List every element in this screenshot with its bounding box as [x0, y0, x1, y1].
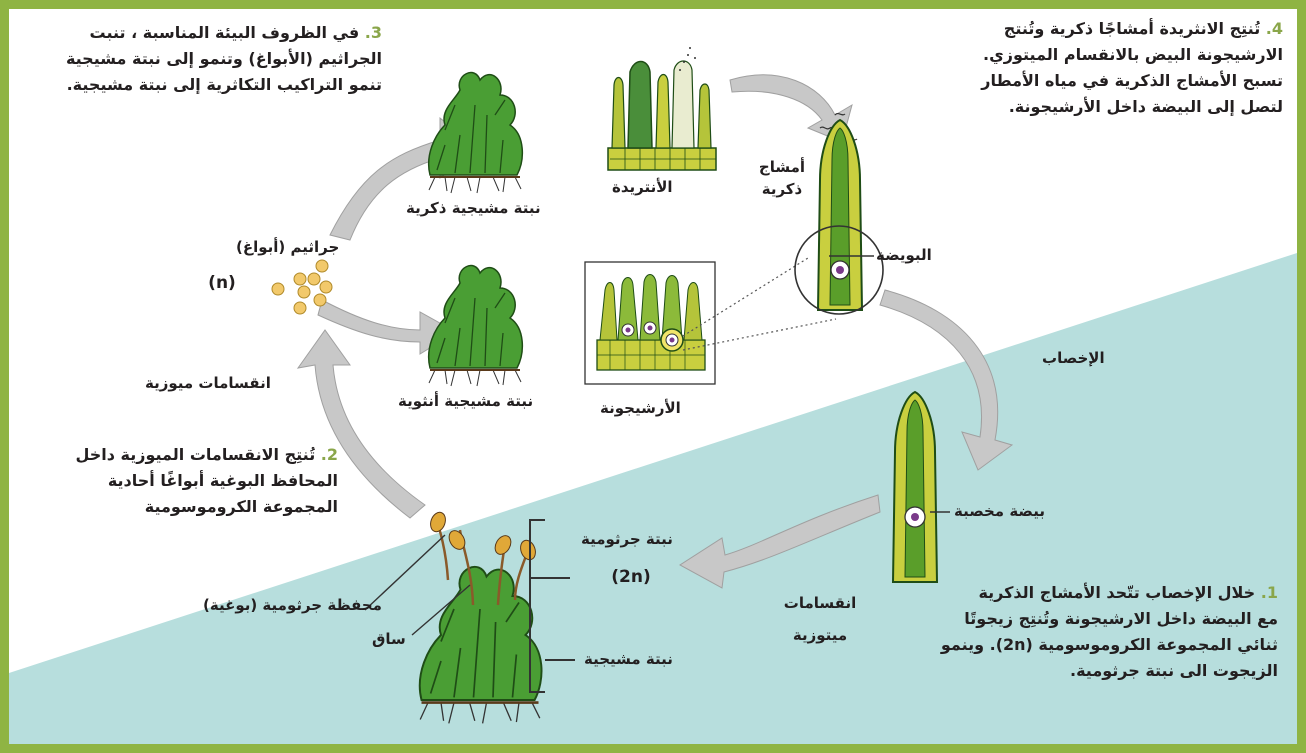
- mitosis-label-line1: انقسامات: [780, 592, 860, 614]
- step3-line3: تنمو التراكيب التكاثرية إلى نبتة مشيجية.: [34, 72, 382, 98]
- step3-number: 3.: [365, 23, 382, 42]
- gametophyte-label: نبتة مشيجية: [584, 648, 673, 670]
- fertilization-label: الإخصاب: [1042, 347, 1105, 369]
- male-gametophyte-label: نبتة مشيجية ذكرية: [406, 197, 541, 219]
- step2-line2: المحافظ البوغية أبواغًا أحادية: [24, 468, 338, 494]
- step2-number: 2.: [321, 445, 338, 464]
- step4-line2: الارشيجونة البيض بالانقسام الميتوزي.: [915, 42, 1283, 68]
- step2-text: 2. تُنتِج الانقسامات الميوزية داخل المحا…: [24, 442, 338, 520]
- female-gametophyte-label: نبتة مشيجية أنثوية: [398, 390, 533, 412]
- step4-text: 4. تُنتِج الانثريدة أمشاجًا ذكرية وتُنتج…: [915, 16, 1283, 120]
- sperm-label-line1: أمشاج: [752, 156, 812, 178]
- step1-line3: ثنائي المجموعة الكروموسومية (2n). وينمو: [918, 632, 1278, 658]
- step4-number: 4.: [1266, 19, 1283, 38]
- mitosis-label-line2: ميتوزية: [780, 624, 860, 646]
- capsule-label: محفظة جرثومية (بوغية): [203, 594, 382, 616]
- step4-line1: تُنتِج الانثريدة أمشاجًا ذكرية وتُنتج: [1004, 19, 1260, 38]
- step1-line1: خلال الإخصاب تتّحد الأمشاج الذكرية: [978, 583, 1255, 602]
- antheridium-label: الأنتريدة: [612, 176, 673, 198]
- archegonium-drawing: [585, 262, 715, 384]
- step4-line3: تسبح الأمشاج الذكرية في مياه الأمطار: [915, 68, 1283, 94]
- step2-line1: تُنتِج الانقسامات الميوزية داخل: [75, 445, 315, 464]
- archegonium-label: الأرشيجونة: [600, 397, 681, 419]
- step1-number: 1.: [1261, 583, 1278, 602]
- step2-line3: المجموعة الكروموسومية: [24, 494, 338, 520]
- step4-line4: لتصل إلى البيضة داخل الأرشيجونة.: [915, 94, 1283, 120]
- sperm-label-line2: ذكرية: [752, 178, 812, 200]
- meiosis-label: انقسامات ميوزية: [145, 372, 271, 394]
- spores-ploidy-label: (n): [197, 272, 247, 294]
- fertilized-egg-archegonium: [893, 392, 937, 582]
- spores-label: جراثيم (أبواغ): [236, 236, 339, 258]
- sporophyte-ploidy-label: (2n): [596, 566, 666, 588]
- step1-line2: مع البيضة داخل الارشيجونة وتُنتِج زيجوتً…: [918, 606, 1278, 632]
- step1-text: 1. خلال الإخصاب تتّحد الأمشاج الذكرية مع…: [918, 580, 1278, 684]
- step1-line4: الزيجوت الى نبتة جرثومية.: [918, 658, 1278, 684]
- stalk-label: ساق: [372, 628, 406, 650]
- fertilized-egg-label: بيضة مخصبة: [954, 500, 1045, 522]
- egg-label: البويضة: [876, 244, 932, 266]
- step3-text: 3. في الظروف البيئة المناسبة ، تنبت الجر…: [34, 20, 382, 98]
- step3-line2: الجراثيم (الأبواغ) وتنمو إلى نبتة مشيجية: [34, 46, 382, 72]
- egg-archegonium: [818, 120, 862, 310]
- sporophyte-label: نبتة جرثومية: [581, 528, 673, 550]
- step3-line1: في الظروف البيئة المناسبة ، تنبت: [90, 23, 360, 42]
